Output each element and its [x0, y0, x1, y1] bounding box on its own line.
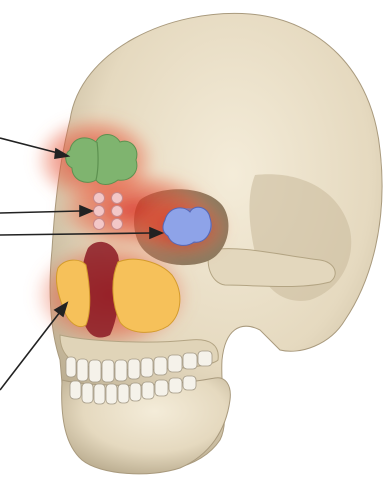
frontal-sinus	[66, 135, 137, 185]
sphenoid-sinus	[163, 207, 212, 245]
